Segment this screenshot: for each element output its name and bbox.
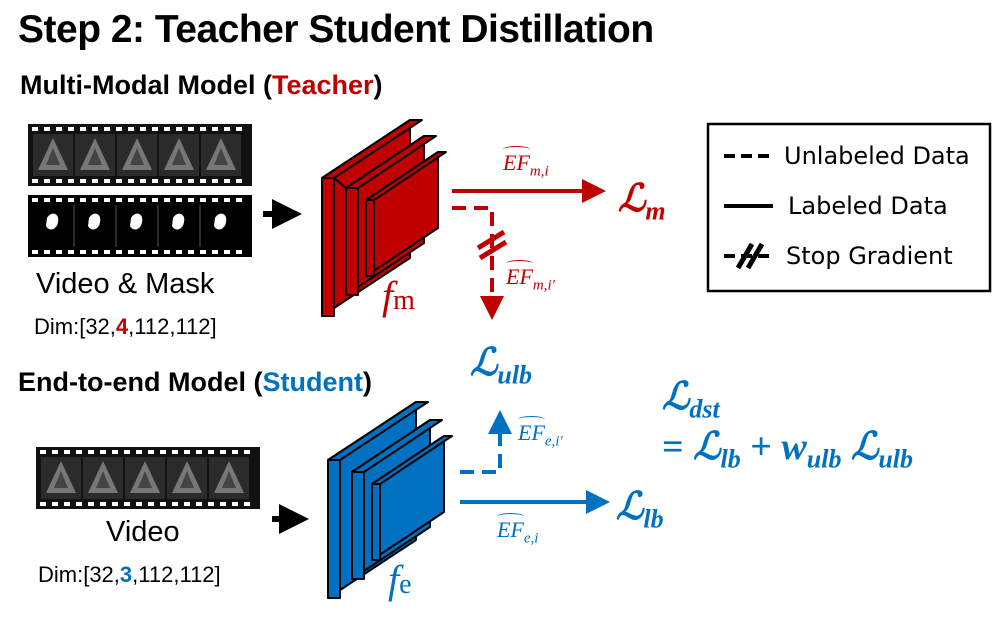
student-section-heading: End-to-end Model (Student) <box>18 367 372 398</box>
teacher-labeled-output-label: EFm,i <box>503 146 549 180</box>
teacher-input-dim: Dim:[32,4,112,112] <box>34 314 217 340</box>
distill-loss-rhs: = ℒlb + wulb ℒulb <box>662 424 913 475</box>
teacher-model-subscript: m <box>393 285 415 316</box>
student-heading-highlight: Student <box>262 367 363 397</box>
student-heading-prefix: End-to-end Model ( <box>18 367 263 397</box>
unlabeled-loss-sub: ulb <box>497 360 533 390</box>
distill-loss-lhs: ℒdst <box>662 374 720 425</box>
student-model-subscript: e <box>399 569 412 600</box>
teacher-unlabeled-ef-sub: m,i′ <box>532 277 555 294</box>
teacher-labeled-ef-sub: m,i <box>529 163 549 180</box>
teacher-mask-filmstrip <box>28 195 252 257</box>
distill-t2-sub: ulb <box>878 444 914 474</box>
student-unlabeled-ef-base-wrap: EF <box>518 416 545 446</box>
student-labeled-output-label: EFe,i <box>497 513 539 547</box>
teacher-input-caption: Video & Mask <box>36 268 215 300</box>
distill-lhs-sub: dst <box>689 394 720 424</box>
student-unlabeled-output-label: EFe,i′ <box>518 416 563 450</box>
student-input-dim: Dim:[32,3,112,112] <box>38 562 221 588</box>
legend-unlabeled-label: Unlabeled Data <box>784 142 970 170</box>
distill-t1-base: ℒ <box>693 426 721 468</box>
page-title: Step 2: Teacher Student Distillation <box>18 8 654 51</box>
student-input-caption: Video <box>106 516 180 548</box>
student-unlabeled-ef-base: EF <box>518 420 545 445</box>
teacher-heading-highlight: Teacher <box>271 70 374 100</box>
teacher-labeled-ef-base-wrap: EF <box>503 146 530 176</box>
student-loss-sub: lb <box>643 504 664 534</box>
student-video-filmstrip <box>36 447 260 509</box>
teacher-unlabeled-arrow <box>452 206 504 320</box>
student-dim-prefix: Dim:[32, <box>38 562 120 587</box>
student-unlabeled-arrow <box>460 410 512 474</box>
student-unlabeled-ef-sub: e,i′ <box>544 433 563 450</box>
teacher-labeled-ef-base: EF <box>503 150 530 175</box>
legend-box <box>706 122 992 293</box>
student-loss-base: ℒ <box>616 486 644 528</box>
hat-icon <box>506 260 533 267</box>
teacher-heading-prefix: Multi-Modal Model ( <box>20 70 272 100</box>
teacher-unlabeled-ef-base-wrap: EF <box>506 260 533 290</box>
student-heading-suffix: ) <box>362 367 372 397</box>
student-dim-channel: 3 <box>119 562 133 587</box>
student-labeled-ef-base-wrap: EF <box>497 513 524 543</box>
teacher-unlabeled-ef-base: EF <box>506 264 533 289</box>
student-model-symbol: f <box>388 557 400 602</box>
teacher-dim-prefix: Dim:[32, <box>34 314 116 339</box>
student-labeled-ef-sub: e,i <box>523 530 539 547</box>
teacher-model-label: fm <box>382 272 415 319</box>
distill-t2-base: ℒ <box>850 426 879 468</box>
teacher-unlabeled-output-label: EFm,i′ <box>506 260 555 294</box>
student-labeled-ef-base: EF <box>497 517 524 542</box>
student-dim-suffix: ,112,112] <box>132 562 221 587</box>
student-model-label: fe <box>388 556 412 603</box>
distill-w-sub: ulb <box>806 444 842 474</box>
hat-icon <box>497 513 524 520</box>
legend-labeled-label: Labeled Data <box>788 192 948 220</box>
distill-plus: + <box>750 426 772 468</box>
teacher-heading-suffix: ) <box>373 70 383 100</box>
hat-icon <box>503 146 530 153</box>
legend-stop-gradient-label: Stop Gradient <box>786 242 953 270</box>
teacher-loss-sub: m <box>645 196 666 226</box>
unlabeled-loss-label: ℒulb <box>470 340 532 391</box>
teacher-dim-suffix: ,112,112] <box>128 314 217 339</box>
stop-gradient-icon <box>724 242 773 270</box>
student-model-block <box>327 401 453 599</box>
teacher-video-filmstrip <box>28 124 252 186</box>
stop-gradient-mark <box>476 229 508 261</box>
distill-equals: = <box>662 426 684 468</box>
distill-t1-sub: lb <box>720 444 741 474</box>
teacher-dim-channel: 4 <box>115 314 129 339</box>
teacher-loss-base: ℒ <box>618 178 646 220</box>
distill-w-base: w <box>781 426 807 468</box>
teacher-model-symbol: f <box>382 273 394 318</box>
teacher-section-heading: Multi-Modal Model (Teacher) <box>20 70 383 101</box>
distill-lhs-base: ℒ <box>662 376 690 418</box>
hat-icon <box>518 416 545 423</box>
unlabeled-loss-base: ℒ <box>470 342 498 384</box>
teacher-loss-label: ℒm <box>618 176 666 227</box>
student-loss-label: ℒlb <box>616 484 664 535</box>
teacher-model-block <box>321 119 447 317</box>
